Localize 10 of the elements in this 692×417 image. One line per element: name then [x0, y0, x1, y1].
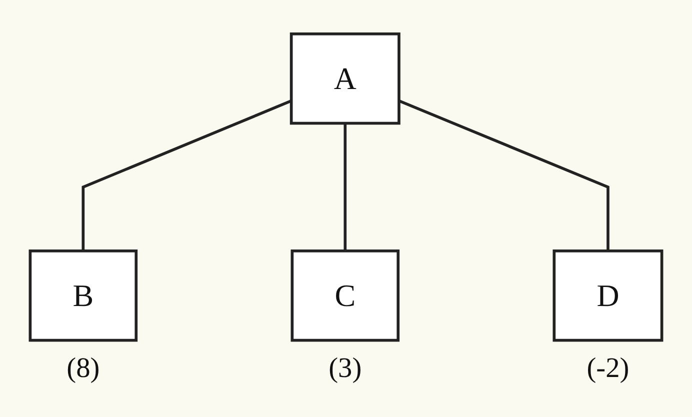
node-box: D — [552, 249, 664, 342]
node-box: B — [28, 249, 138, 342]
node-value: (-2) — [586, 352, 630, 384]
connector-line — [398, 98, 610, 250]
connector-line — [82, 99, 292, 250]
node-value: (8) — [66, 352, 100, 384]
node-box: A — [290, 32, 400, 124]
connector-line — [344, 122, 347, 250]
node-value: (3) — [328, 352, 362, 384]
node-box: C — [290, 249, 400, 342]
